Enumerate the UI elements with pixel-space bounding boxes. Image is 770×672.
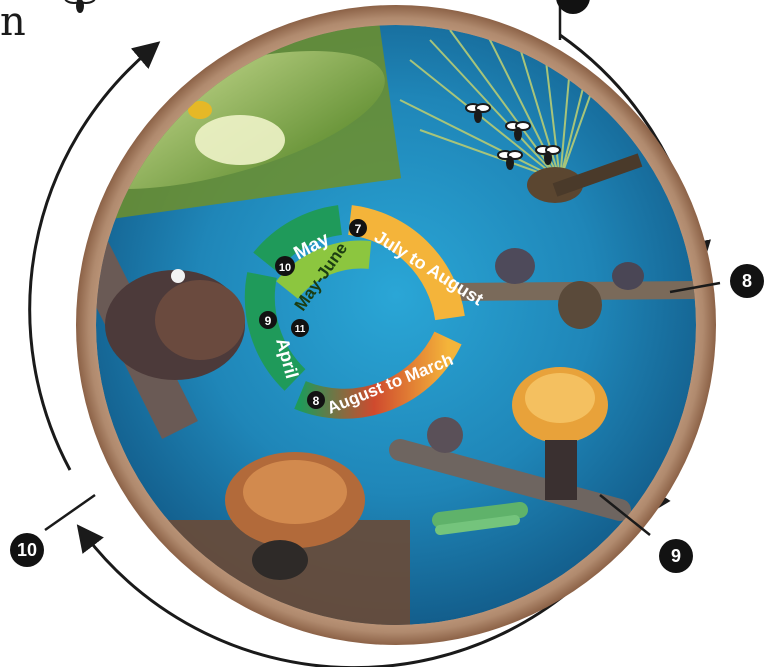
svg-text:April: April	[272, 336, 302, 381]
label-july-august: 7 July to August	[349, 219, 487, 309]
svg-text:11: 11	[295, 324, 306, 335]
svg-text:10: 10	[279, 262, 291, 274]
svg-text:July to August: July to August	[371, 226, 487, 309]
label-august-march: 8 August to March	[307, 350, 456, 418]
svg-text:August to March: August to March	[324, 350, 455, 418]
svg-text:9: 9	[265, 314, 272, 328]
svg-text:8: 8	[313, 394, 320, 408]
svg-text:7: 7	[355, 222, 362, 236]
